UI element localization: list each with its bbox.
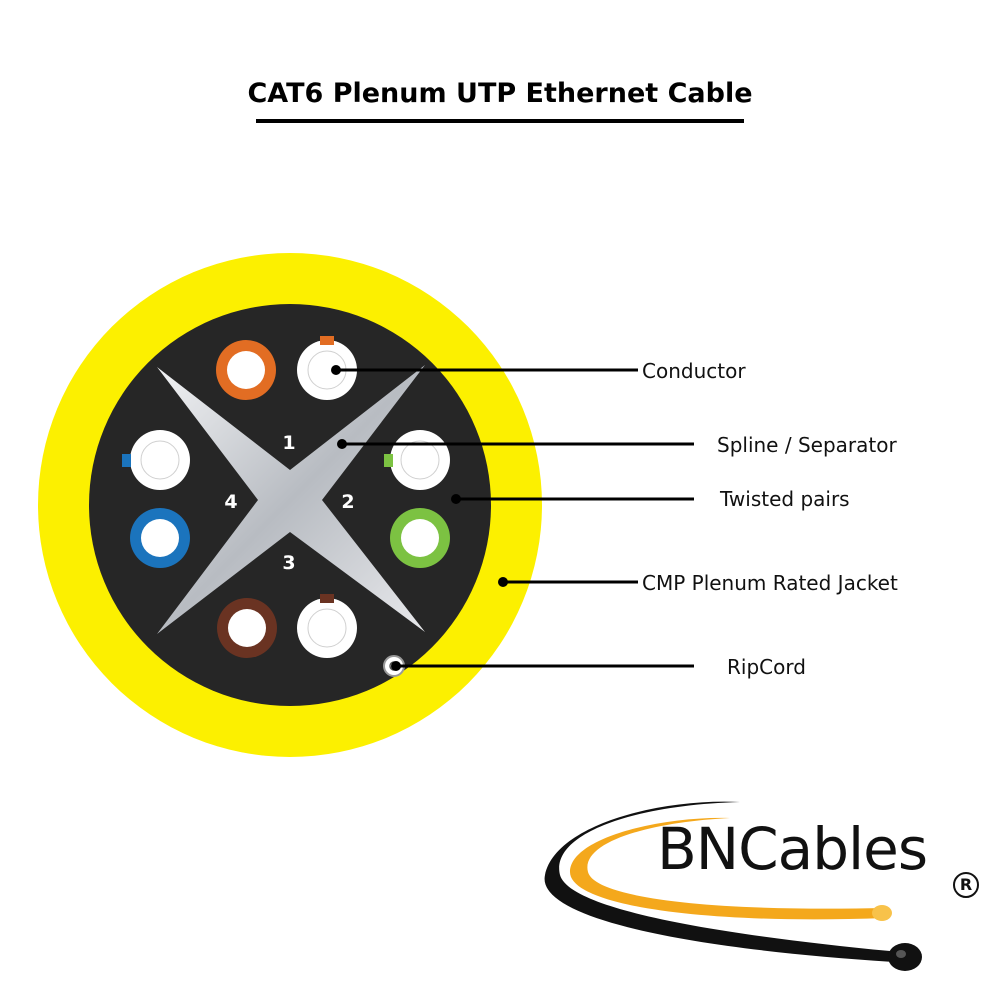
conductor: [141, 519, 179, 557]
conductor: [140, 440, 180, 480]
pair-number-2: 2: [341, 491, 354, 513]
callout-conductor: Conductor: [642, 359, 746, 383]
orange-stripe: [320, 336, 334, 345]
conductor: [307, 608, 347, 648]
callout-twisted-pairs: Twisted pairs: [720, 487, 850, 511]
callout-ripcord: RipCord: [727, 655, 806, 679]
conductor: [228, 609, 266, 647]
callout-leaders: [336, 368, 694, 668]
conductor: [400, 440, 440, 480]
bncables-logo-swoosh: [544, 801, 922, 971]
conductor: [227, 351, 265, 389]
conductor: [401, 519, 439, 557]
blue-stripe: [122, 454, 131, 467]
registered-mark: R: [953, 872, 979, 898]
brown-stripe: [320, 594, 334, 603]
pair-number-1: 1: [282, 432, 295, 454]
green-stripe: [384, 454, 393, 467]
brand-name: BNCables: [657, 815, 928, 883]
title-underline: [256, 119, 744, 123]
spline-separator: [157, 365, 425, 634]
callout-spline: Spline / Separator: [717, 433, 897, 457]
page-title: CAT6 Plenum UTP Ethernet Cable: [247, 78, 753, 109]
pair-number-3: 3: [282, 552, 295, 574]
pair-number-4: 4: [224, 491, 237, 513]
callout-jacket: CMP Plenum Rated Jacket: [642, 571, 898, 595]
callout-dots: [331, 365, 508, 671]
